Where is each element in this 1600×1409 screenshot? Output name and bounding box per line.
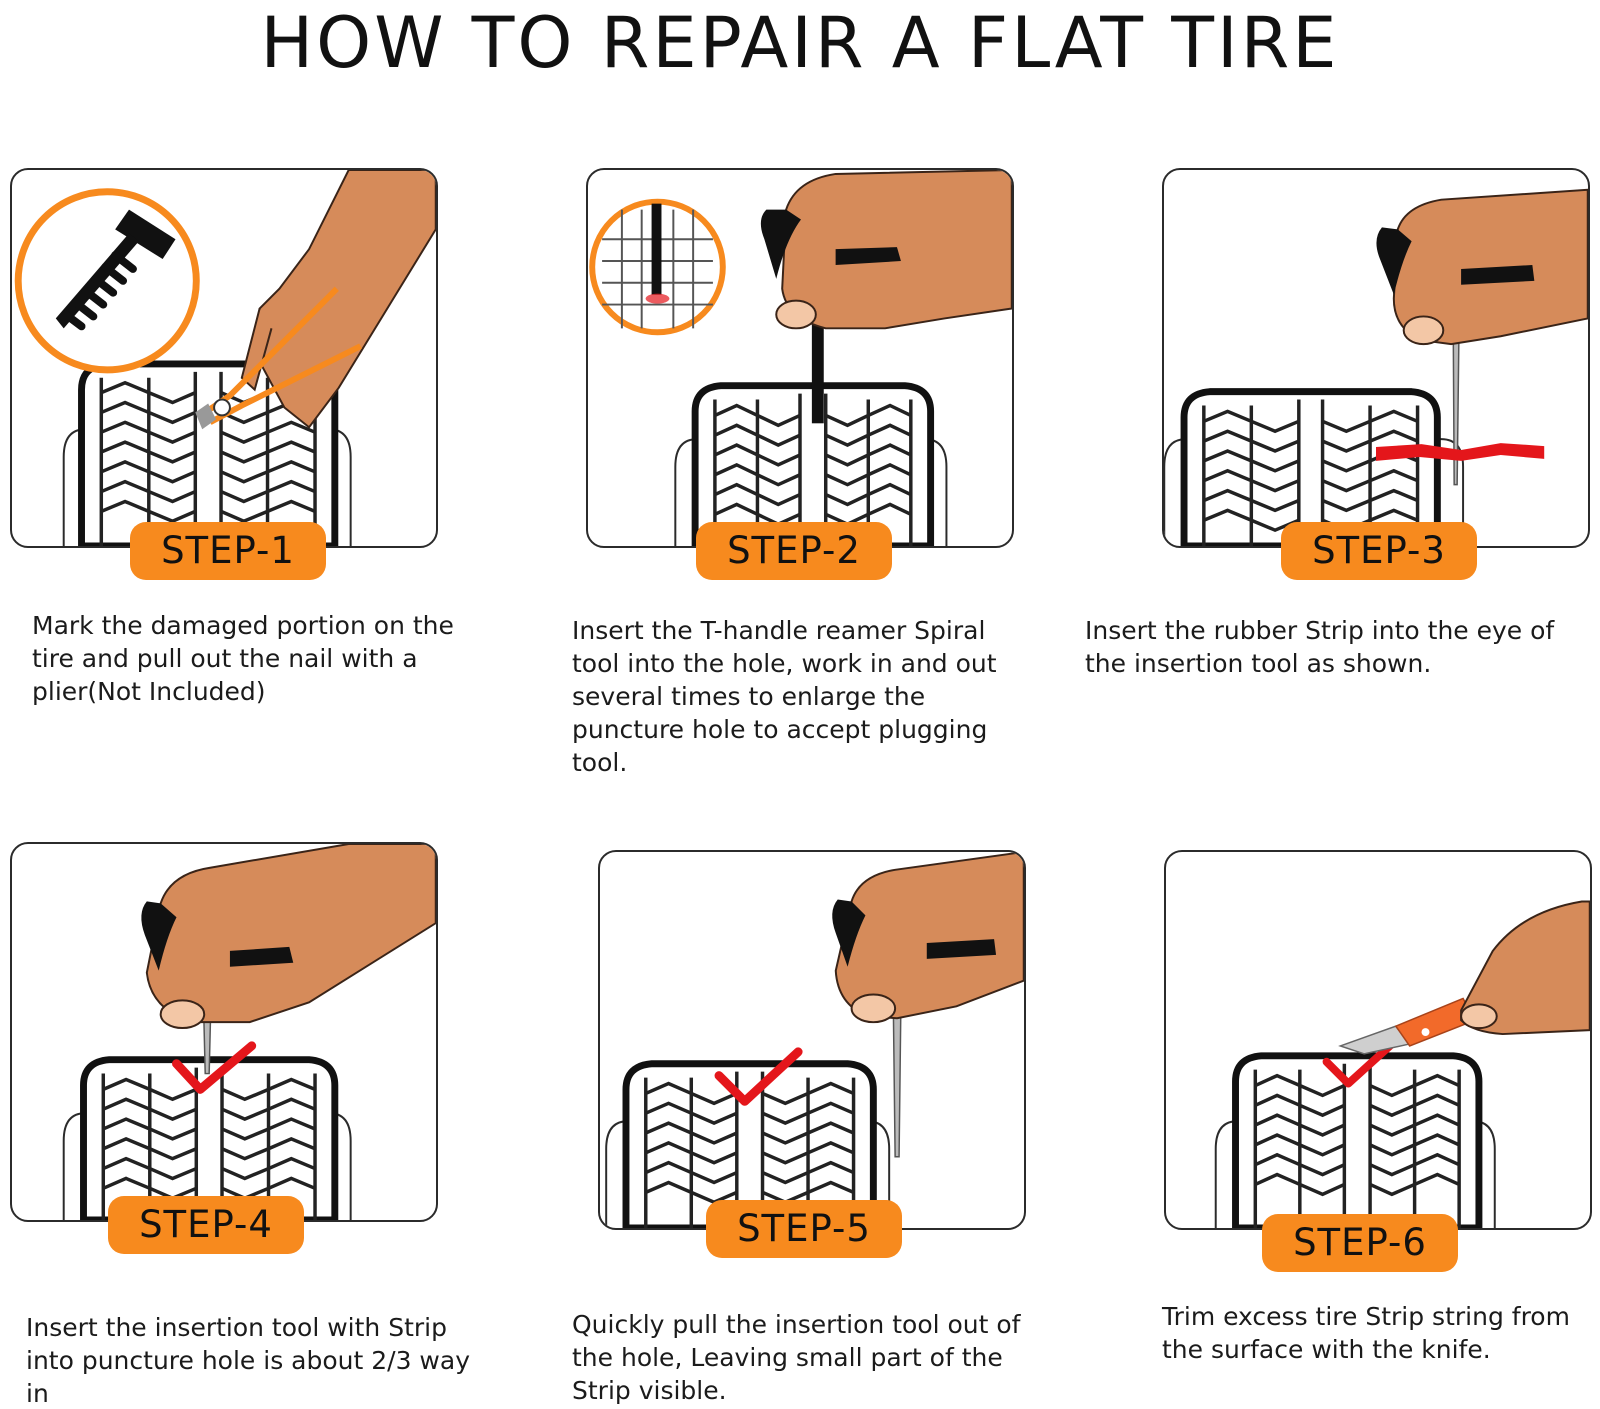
reamer-tool-icon	[811, 308, 824, 424]
tire-icon	[674, 382, 948, 546]
step-5-illustration	[605, 852, 1024, 1228]
step-4-illustration	[62, 844, 436, 1220]
tire-icon	[1214, 1052, 1496, 1228]
checkmark-icon	[1322, 1041, 1394, 1088]
rubber-strip-icon	[1376, 443, 1545, 461]
step-2-badge: STEP-2	[696, 522, 892, 580]
screw-icon	[55, 209, 176, 331]
step-1-panel	[10, 168, 438, 548]
hand-icon	[832, 852, 1024, 1024]
step-3-badge: STEP-3	[1281, 522, 1477, 580]
step-3-illustration	[1164, 188, 1588, 546]
tire-icon	[62, 1056, 352, 1220]
step-3-panel	[1162, 168, 1590, 548]
plier-icon	[195, 286, 362, 430]
tread-zoom-icon	[589, 198, 726, 336]
step-6-illustration	[1214, 900, 1590, 1228]
checkmark-icon	[172, 1041, 257, 1094]
step-5-description: Quickly pull the insertion tool out of t…	[572, 1310, 1021, 1405]
screw-zoom-icon	[14, 188, 200, 374]
checkmark-icon	[714, 1047, 803, 1106]
hand-icon	[141, 844, 436, 1030]
step-5-panel	[598, 850, 1026, 1230]
step-2-description: Insert the T-handle reamer Spiral tool i…	[572, 616, 997, 777]
hand-icon	[240, 170, 436, 429]
hand-icon	[1460, 900, 1590, 1036]
step-1-illustration	[14, 170, 436, 546]
step-2-illustration	[589, 170, 1012, 546]
step-6-panel	[1164, 850, 1592, 1230]
step-6-description: Trim excess tire Strip string from the s…	[1162, 1302, 1570, 1364]
step-5-badge: STEP-5	[706, 1200, 902, 1258]
hand-icon	[760, 170, 1012, 330]
step-1-badge: STEP-1	[130, 522, 326, 580]
step-6-badge: STEP-6	[1262, 1214, 1458, 1272]
step-1-description: Mark the damaged portion on the tire and…	[32, 611, 454, 706]
step-4-panel	[10, 842, 438, 1222]
hand-icon	[1376, 188, 1588, 346]
tire-icon	[605, 1060, 891, 1228]
knife-icon	[1338, 997, 1477, 1055]
tire-icon	[62, 360, 352, 546]
page-title: HOW TO REPAIR A FLAT TIRE	[260, 2, 1340, 84]
step-3-description: Insert the rubber Strip into the eye of …	[1085, 616, 1555, 678]
step-4-badge: STEP-4	[108, 1196, 304, 1254]
step-4-description: Insert the insertion tool with Strip int…	[26, 1313, 470, 1408]
step-2-panel	[586, 168, 1014, 548]
